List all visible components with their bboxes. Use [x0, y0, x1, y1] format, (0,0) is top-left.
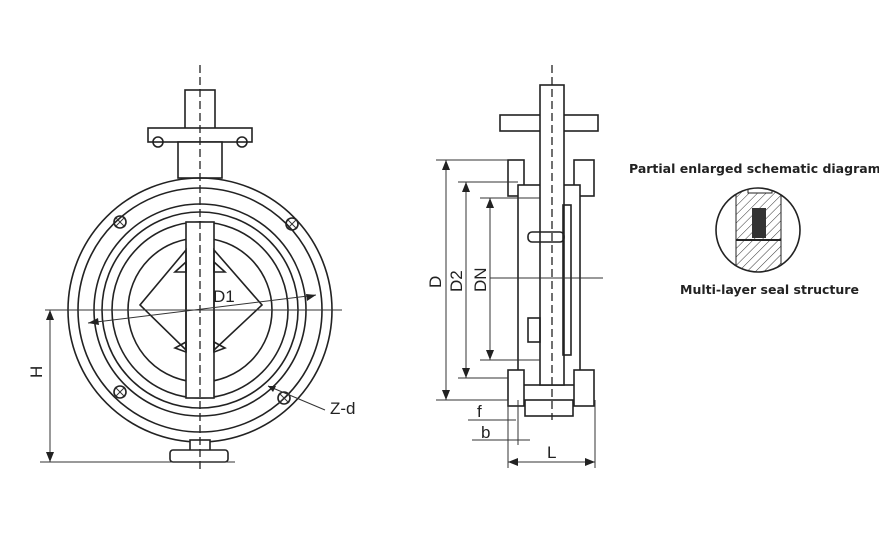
label-zd: Z-d — [330, 399, 356, 418]
label-d: D — [426, 276, 445, 288]
label-b: b — [481, 423, 490, 442]
label-d2: D2 — [447, 270, 466, 292]
label-h: H — [27, 366, 46, 378]
detail-circle — [715, 187, 801, 273]
label-dn: DN — [471, 267, 490, 292]
label-f: f — [477, 402, 482, 421]
label-d1: D1 — [213, 287, 235, 306]
neck — [177, 141, 223, 179]
side-view — [436, 65, 603, 468]
detail-subtitle: Multi-layer seal structure — [680, 282, 859, 297]
label-l: L — [547, 443, 556, 462]
detail-title: Partial enlarged schematic diagram — [629, 161, 879, 176]
foot — [169, 449, 229, 463]
front-view — [40, 65, 342, 470]
